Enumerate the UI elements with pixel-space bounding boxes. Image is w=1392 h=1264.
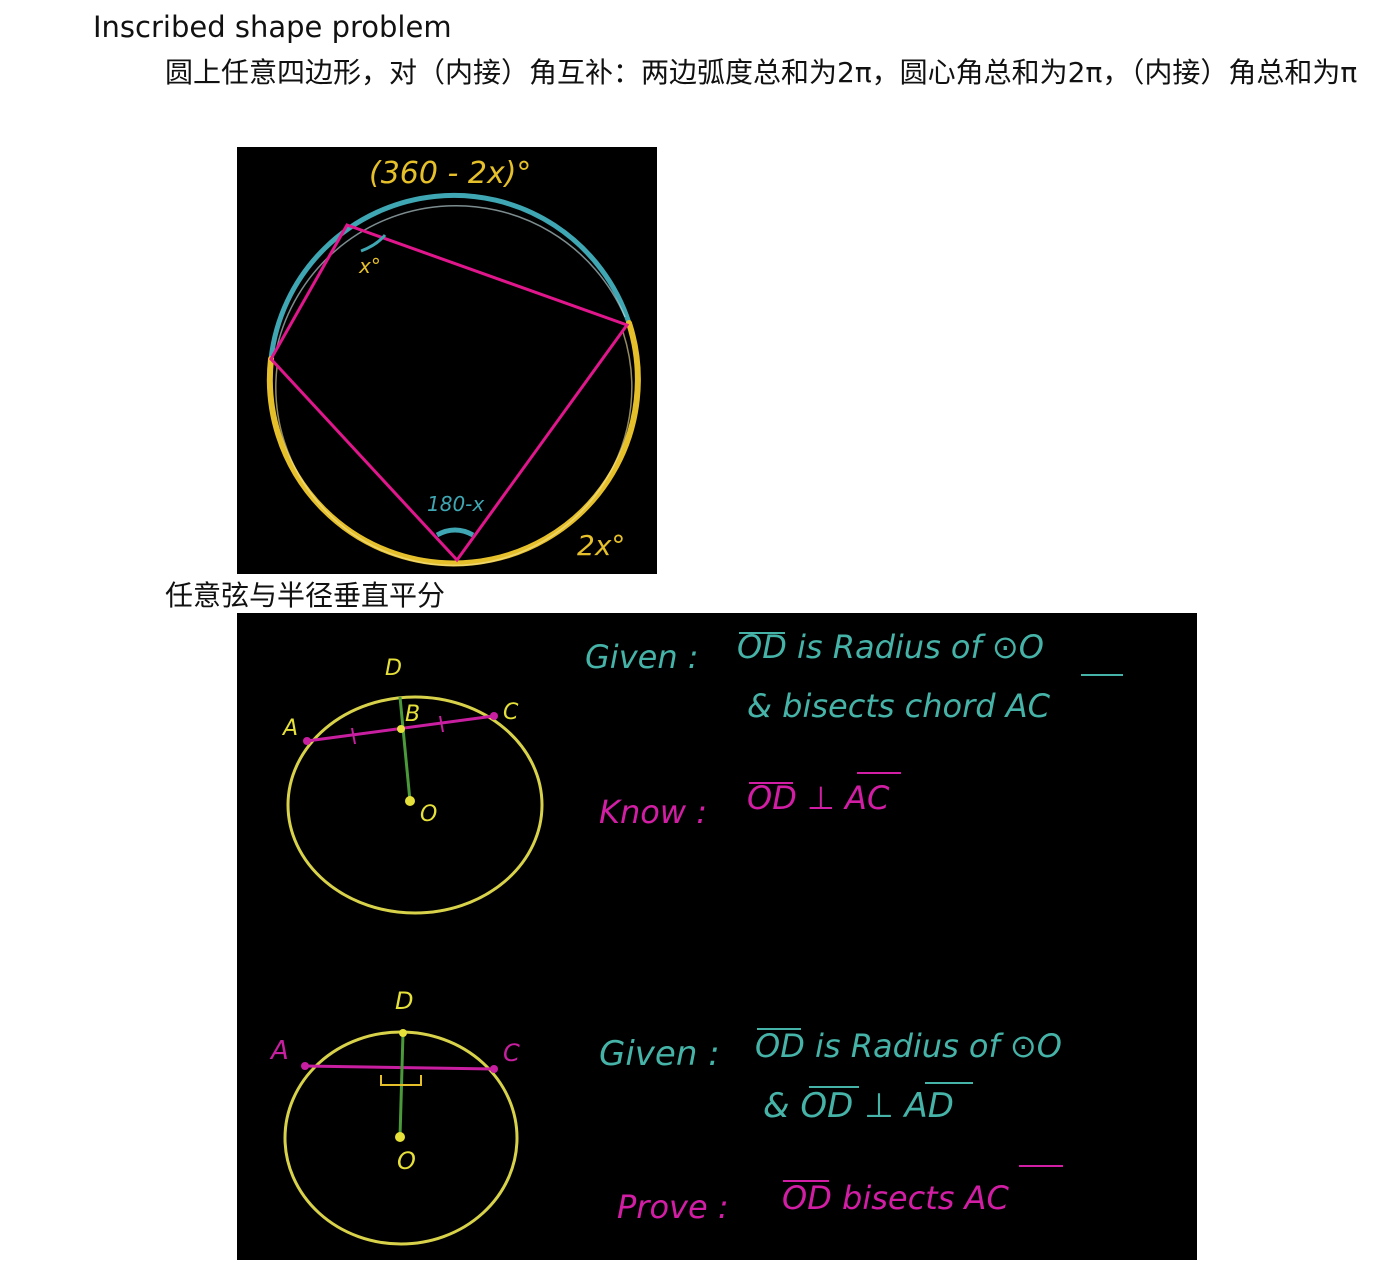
top-point-o bbox=[405, 796, 415, 806]
bottom-label-d: D bbox=[395, 987, 413, 1015]
bottom-point-d bbox=[399, 1029, 407, 1037]
figure-radius-bisects-chord: D A B C O Given : OD is Radius of ⊙O & b… bbox=[237, 613, 1197, 1260]
inscribed-quadrilateral bbox=[269, 223, 630, 563]
top-label-c: C bbox=[503, 700, 519, 725]
arc-top-label: (360 - 2x)° bbox=[369, 156, 531, 191]
top-point-a bbox=[303, 737, 311, 745]
paragraph-inscribed-quadrilateral: 圆上任意四边形，对（内接）角互补：两边弧度总和为2π，圆心角总和为2π，（内接）… bbox=[165, 56, 1358, 89]
top-point-c bbox=[490, 712, 498, 720]
bottom-chord-ac bbox=[304, 1064, 495, 1071]
bottom-point-a bbox=[301, 1062, 309, 1070]
heading: Inscribed shape problem bbox=[93, 10, 452, 44]
top-circle bbox=[286, 695, 544, 915]
arc-top bbox=[268, 192, 632, 362]
top-label-o: O bbox=[420, 802, 437, 827]
figure2-drawing: D A B C O Given : OD is Radius of ⊙O & b… bbox=[269, 628, 1123, 1246]
bottom-label-o: O bbox=[397, 1147, 416, 1175]
bottom-prove-text: OD bisects AC bbox=[782, 1179, 1009, 1217]
bottom-given-line2: & OD ⊥ AD bbox=[763, 1086, 954, 1126]
angle-x-mark bbox=[360, 234, 387, 253]
figure1-drawing: (360 - 2x)° x° 180-x 2x° bbox=[266, 156, 641, 567]
top-know-label: Know : bbox=[599, 793, 707, 831]
arc-bottom bbox=[266, 320, 641, 567]
bottom-prove-label: Prove : bbox=[617, 1188, 729, 1226]
bottom-right-angle bbox=[380, 1075, 422, 1086]
top-label-d: D bbox=[385, 656, 402, 681]
angle-bottom-label: 180-x bbox=[427, 492, 484, 516]
top-radius-od bbox=[398, 696, 412, 802]
bottom-given-label: Given : bbox=[599, 1034, 720, 1074]
top-point-b bbox=[397, 725, 405, 733]
top-tick-2 bbox=[439, 715, 444, 733]
top-given-label: Given : bbox=[585, 638, 699, 676]
top-label-a: A bbox=[281, 716, 298, 741]
top-label-b: B bbox=[405, 702, 420, 727]
arc-top-highlight bbox=[276, 204, 626, 348]
top-given-line1: OD is Radius of ⊙O bbox=[737, 628, 1044, 666]
top-tick-1 bbox=[351, 727, 356, 745]
angle-bottom-mark bbox=[435, 527, 475, 538]
arc-bottom-label: 2x° bbox=[577, 529, 625, 562]
arc-bottom-highlight bbox=[275, 331, 633, 567]
bottom-point-o bbox=[395, 1132, 405, 1142]
bottom-label-c: C bbox=[503, 1039, 520, 1067]
bottom-point-c bbox=[490, 1065, 498, 1073]
top-given-line2: & bisects chord AC bbox=[747, 687, 1051, 725]
angle-x-label: x° bbox=[358, 254, 381, 278]
bottom-label-a: A bbox=[269, 1036, 289, 1066]
top-know-text: OD ⊥ AC bbox=[747, 779, 890, 817]
caption-chord-bisector: 任意弦与半径垂直平分 bbox=[165, 579, 446, 612]
figure-inscribed-quadrilateral: (360 - 2x)° x° 180-x 2x° bbox=[237, 147, 657, 574]
bottom-given-line1: OD is Radius of ⊙O bbox=[755, 1027, 1062, 1065]
